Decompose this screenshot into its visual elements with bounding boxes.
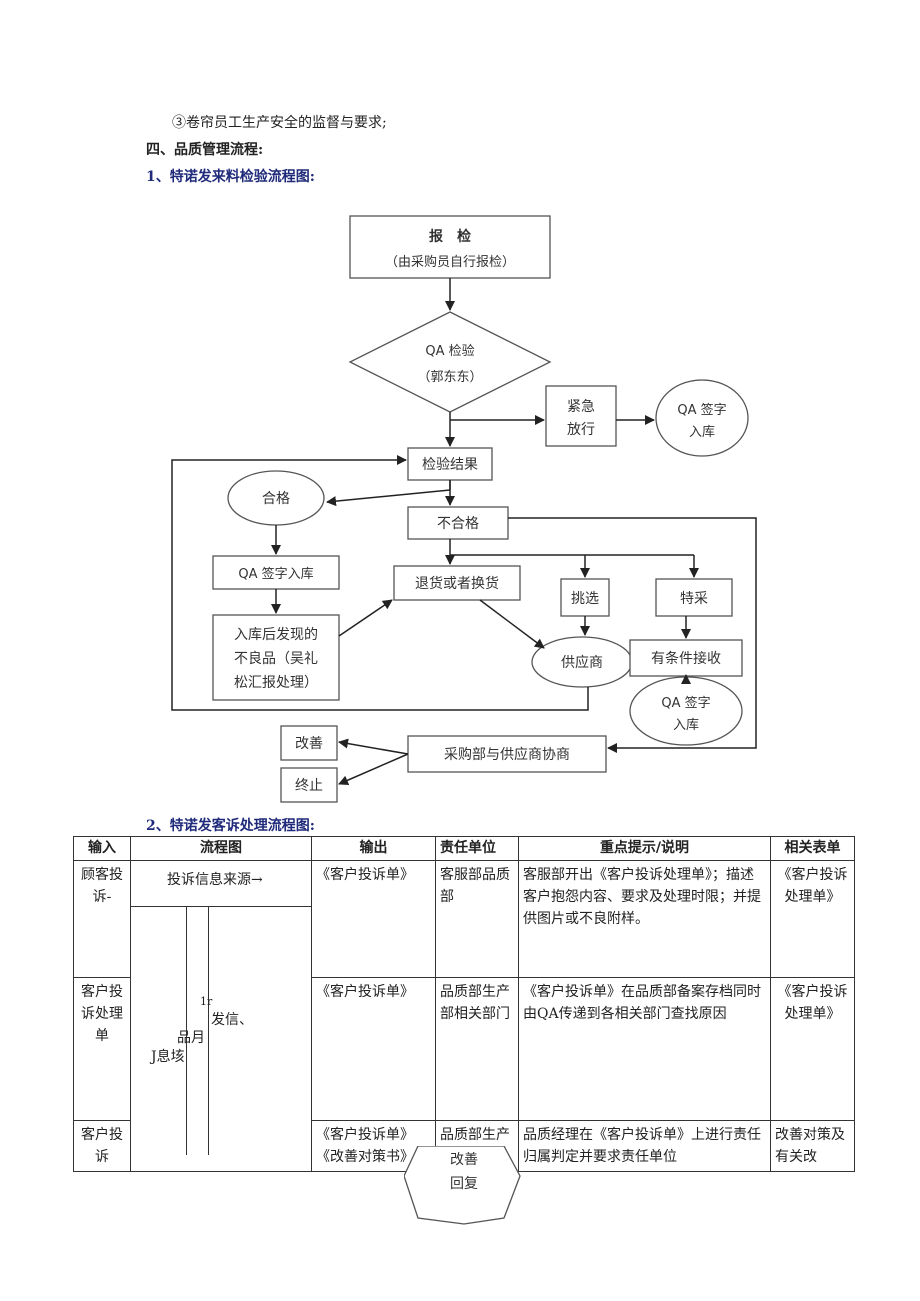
- fail-box: [407, 506, 509, 540]
- bottom-shape-line-2: 回复: [450, 1175, 478, 1192]
- section-heading: 四、品质管理流程:: [146, 142, 264, 158]
- row3-output-1: 《客户投诉单》: [316, 1127, 414, 1143]
- row2-form: 《客户投诉处理单》: [770, 977, 855, 1121]
- special-label: 特采: [680, 591, 708, 607]
- return-label: 退货或者换货: [415, 575, 499, 592]
- row1-unit: 客服部品质部: [435, 860, 519, 978]
- bottom-shape-line-1: 改善: [450, 1152, 478, 1168]
- report-box: [349, 215, 551, 279]
- qa-sign-1a: QA 签字: [677, 402, 726, 418]
- negotiate-label: 采购部与供应商协商: [444, 746, 570, 763]
- header-flow: 流程图: [130, 836, 312, 861]
- improve-box: [280, 725, 338, 761]
- qa-sign-in-label: QA 签字入库: [238, 566, 313, 582]
- urgent-release-box: [545, 385, 617, 447]
- intro-item3: ③卷帘员工生产安全的监督与要求;: [172, 115, 387, 131]
- qa-sign-in-box: [212, 555, 340, 590]
- defect-line-1: 入库后发现的: [234, 627, 318, 643]
- inspection-result-box: [407, 447, 493, 481]
- flow2-heading: 2、特诺发客诉处理流程图:: [146, 818, 315, 834]
- qa-check-diamond: [348, 311, 552, 413]
- negotiate-box: [407, 735, 607, 773]
- incoming-inspection-flowchart: 报 检 （由采购员自行报检） QA 检验 （郭东东） 紧急 放行 QA 签字 入…: [171, 215, 757, 803]
- table-header-row: 输入 流程图 输出 责任单位 重点提示/说明 相关表单: [73, 836, 855, 861]
- flow-source-label: 投诉信息来源→: [167, 872, 263, 888]
- qa-sign-ellipse-1: [655, 379, 749, 457]
- qa-sign-2a: QA 签字: [661, 695, 710, 711]
- fail-label: 不合格: [437, 516, 479, 532]
- defect-box: [212, 614, 340, 701]
- row3-input: 客户投诉: [73, 1120, 131, 1172]
- row1-note: 客服部开出《客户投诉处理单》；描述客户抱怨内容、要求及处理时限；并提供图片或不良…: [518, 860, 771, 978]
- row2-note: 《客户投诉单》在品质部备案存档同时由QA传递到各相关部门查找原因: [518, 977, 771, 1121]
- header-unit: 责任单位: [435, 836, 519, 861]
- complaint-process-table: 输入 流程图 输出 责任单位 重点提示/说明 相关表单 顾客投诉- 投诉信息来源…: [73, 836, 855, 1172]
- urgent-label-1: 紧急: [567, 399, 595, 415]
- row3-output-2: 《改善对策书》: [316, 1149, 414, 1165]
- conditional-label: 有条件接收: [651, 650, 721, 667]
- pick-box: [560, 578, 610, 617]
- flow-fragment-b: 发信、: [211, 1012, 253, 1028]
- row1-output: 《客户投诉单》: [311, 860, 436, 978]
- header-output: 输出: [311, 836, 436, 861]
- report-title: 报 检: [429, 228, 471, 245]
- result-label: 检验结果: [422, 457, 478, 473]
- table-row: 顾客投诉- 投诉信息来源→ 1r 发信、 品月 J息垓 《客户投诉单》 客服部品…: [73, 860, 855, 1172]
- urgent-label-2: 放行: [567, 422, 595, 438]
- return-box: [393, 565, 521, 601]
- row2-unit: 品质部生产部相关部门: [435, 977, 519, 1121]
- defect-line-2: 不良品（吴礼: [234, 651, 318, 667]
- improve-reply-hexagon: 改善 回复: [404, 1146, 521, 1225]
- improve-label: 改善: [295, 736, 323, 752]
- flow-fragment-a: 1r: [200, 995, 213, 1008]
- conditional-box: [629, 639, 743, 677]
- qa-sign-ellipse-2: [629, 676, 743, 746]
- table-row: 客户投诉处理单 《客户投诉单》 品质部生产部相关部门 《客户投诉单》在品质部备案…: [73, 977, 855, 1121]
- row1-form: 《客户投诉处理单》: [770, 860, 855, 978]
- defect-line-3: 松汇报处理）: [234, 675, 318, 691]
- flow-fragment-d: J息垓: [151, 1049, 185, 1065]
- header-note: 重点提示/说明: [518, 836, 771, 861]
- special-box: [655, 578, 733, 617]
- row-flow-cell: 投诉信息来源→ 1r 发信、 品月 J息垓: [130, 860, 312, 1172]
- pass-label: 合格: [262, 491, 290, 507]
- supplier-label: 供应商: [561, 654, 603, 671]
- row3-form: 改善对策及有关改: [770, 1120, 855, 1172]
- header-form: 相关表单: [770, 836, 855, 861]
- qa-person-label: （郭东东）: [417, 369, 482, 385]
- header-input: 输入: [73, 836, 131, 861]
- row2-output: 《客户投诉单》: [311, 977, 436, 1121]
- qa-sign-2b: 入库: [673, 717, 699, 733]
- qa-sign-1b: 入库: [689, 424, 715, 440]
- row2-input: 客户投诉处理单: [73, 977, 131, 1121]
- pick-label: 挑选: [571, 591, 599, 607]
- terminate-label: 终止: [295, 778, 323, 794]
- qa-check-label: QA 检验: [425, 343, 474, 359]
- row1-input: 顾客投诉-: [73, 860, 131, 978]
- flow1-heading: 1、特诺发来料检验流程图:: [146, 169, 315, 185]
- flow-fragment-c: 品月: [177, 1030, 205, 1046]
- report-sub: （由采购员自行报检）: [385, 254, 515, 270]
- row3-note: 品质经理在《客户投诉单》上进行责任归属判定并要求责任单位: [518, 1120, 771, 1172]
- terminate-box: [280, 767, 338, 803]
